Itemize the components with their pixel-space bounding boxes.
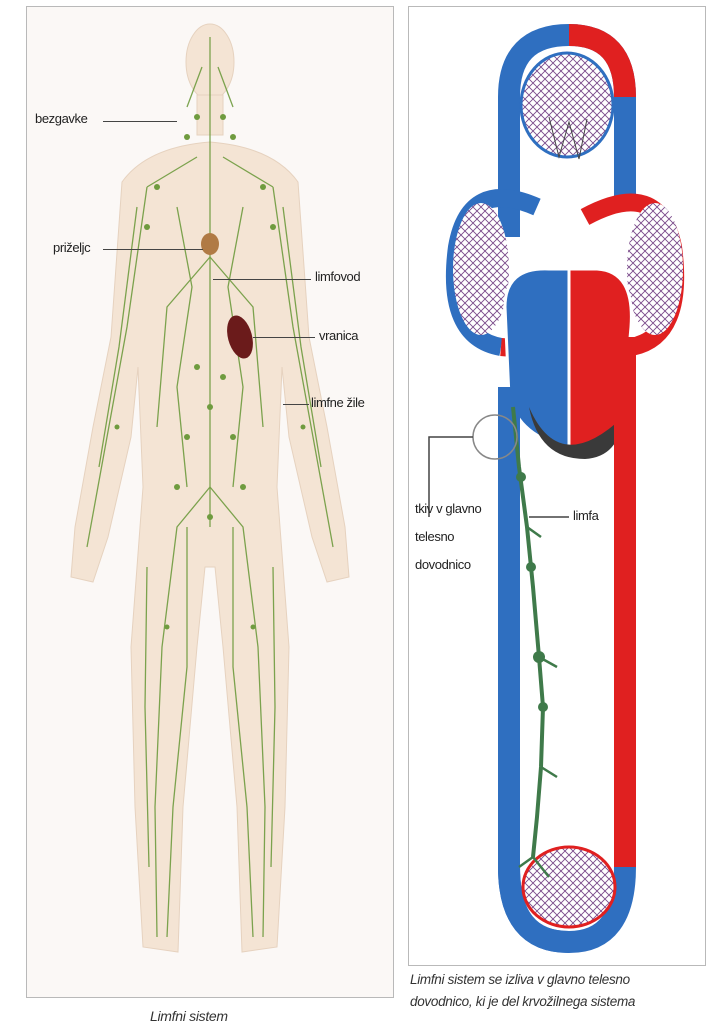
leader-priseljc — [103, 249, 203, 250]
leader-vranica — [253, 337, 315, 338]
circulation-panel: tkiv v glavno telesno dovodnico limfa — [408, 6, 706, 966]
leader-bezgavke — [103, 121, 177, 122]
leader-limfne-zile — [283, 404, 309, 405]
thymus — [201, 233, 219, 255]
lymph-vessels — [87, 37, 333, 937]
body-illustration — [27, 7, 393, 997]
label-limfovod: limfovod — [315, 269, 360, 284]
lymphatic-system-panel: bezgavke priželjc limfovod vranica limfn… — [26, 6, 394, 998]
leader-limfovod — [213, 279, 311, 280]
caption-lymphatic-system: Limfni sistem — [150, 1008, 228, 1024]
label-vranica: vranica — [319, 328, 358, 343]
label-priseljc: priželjc — [53, 240, 90, 255]
caption-circulation-line2: dovodnico, ki je del krvožilnega sistema — [410, 994, 635, 1009]
circulation-diagram — [409, 7, 705, 965]
label-limfa: limfa — [573, 508, 598, 523]
label-tekocina-line3: dovodnico — [415, 557, 471, 572]
caption-circulation-line1: Limfni sistem se izliva v glavno telesno — [410, 972, 630, 987]
label-tekocina-line1: tkiv v glavno — [415, 501, 481, 516]
label-tekocina-line2: telesno — [415, 529, 454, 544]
label-limfne-zile: limfne žile — [311, 395, 364, 410]
heart — [505, 269, 631, 459]
label-bezgavke: bezgavke — [35, 111, 87, 126]
